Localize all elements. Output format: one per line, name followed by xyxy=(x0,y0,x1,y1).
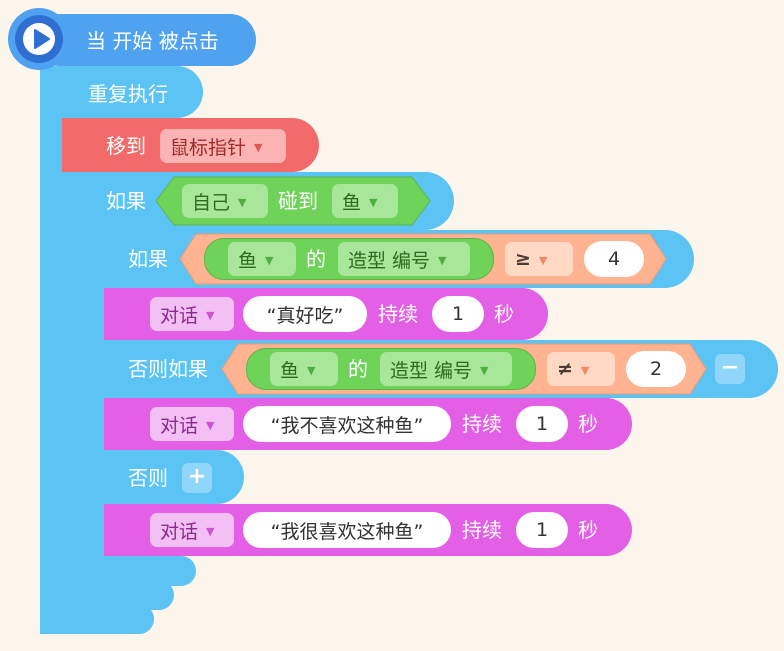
reporter-attr-dropdown-2[interactable]: 造型 编号▼ xyxy=(380,352,512,386)
chevron-down-icon: ▼ xyxy=(238,195,247,209)
say-text-input-1[interactable]: “真好吃” xyxy=(243,296,367,332)
say-text-input-2[interactable]: “我不喜欢这种鱼” xyxy=(243,406,451,442)
comparison-op-dropdown-2[interactable]: ≠▼ xyxy=(547,352,615,386)
comparison-op-dropdown[interactable]: ≥▼ xyxy=(505,242,573,276)
say-type-dropdown-3[interactable]: 对话▼ xyxy=(150,513,234,547)
if-costume-foot xyxy=(84,556,196,586)
repeat-block[interactable] xyxy=(40,66,203,118)
chevron-down-icon: ▼ xyxy=(438,253,447,267)
touching-sprite-dropdown[interactable]: 自己▼ xyxy=(182,184,268,218)
if-costume-label: 如果 xyxy=(128,247,168,271)
chevron-down-icon: ▼ xyxy=(206,524,215,538)
if-costume-arm xyxy=(84,280,106,580)
comparison-value-input[interactable]: 4 xyxy=(584,241,644,277)
plus-icon: + xyxy=(187,464,207,489)
play-button[interactable] xyxy=(8,8,70,70)
if-touching-label: 如果 xyxy=(106,189,146,213)
if-touching-arm xyxy=(62,222,84,598)
reporter-of-label: 的 xyxy=(306,247,326,271)
chevron-down-icon: ▼ xyxy=(480,363,489,377)
say-for-label-3: 持续 xyxy=(462,518,502,542)
say-unit-label-3: 秒 xyxy=(578,518,598,542)
else-if-label: 否则如果 xyxy=(128,357,208,381)
touching-object-dropdown[interactable]: 鱼▼ xyxy=(332,184,398,218)
say-type-dropdown-2[interactable]: 对话▼ xyxy=(150,407,234,441)
say-secs-input-3[interactable]: 1 xyxy=(516,512,568,548)
chevron-down-icon: ▼ xyxy=(206,418,215,432)
else-bar[interactable] xyxy=(84,450,244,504)
chevron-down-icon: ▼ xyxy=(254,140,263,154)
touching-verb-label: 碰到 xyxy=(278,189,318,213)
remove-branch-button[interactable]: − xyxy=(715,354,745,384)
chevron-down-icon: ▼ xyxy=(580,363,590,377)
move-to-label: 移到 xyxy=(106,134,146,158)
comparison-value-input-2[interactable]: 2 xyxy=(626,351,686,387)
say-unit-label-1: 秒 xyxy=(494,302,514,326)
reporter-attr-dropdown[interactable]: 造型 编号▼ xyxy=(338,242,470,276)
chevron-down-icon: ▼ xyxy=(206,308,215,322)
repeat-label: 重复执行 xyxy=(88,82,168,106)
say-type-dropdown-1[interactable]: 对话▼ xyxy=(150,297,234,331)
else-label: 否则 xyxy=(128,466,168,490)
move-target-dropdown[interactable]: 鼠标指针▼ xyxy=(160,129,286,163)
say-for-label-1: 持续 xyxy=(378,302,418,326)
say-secs-input-2[interactable]: 1 xyxy=(516,406,568,442)
chevron-down-icon: ▼ xyxy=(307,363,316,377)
say-unit-label-2: 秒 xyxy=(578,412,598,436)
say-for-label-2: 持续 xyxy=(462,412,502,436)
reporter-sprite-dropdown-2[interactable]: 鱼▼ xyxy=(270,352,338,386)
reporter-sprite-dropdown[interactable]: 鱼▼ xyxy=(228,242,296,276)
say-text-input-3[interactable]: “我很喜欢这种鱼” xyxy=(243,512,451,548)
add-branch-button[interactable]: + xyxy=(182,463,212,493)
play-icon xyxy=(34,29,50,49)
say-secs-input-1[interactable]: 1 xyxy=(432,296,484,332)
chevron-down-icon: ▼ xyxy=(369,195,378,209)
repeat-arm xyxy=(40,110,64,620)
minus-icon: − xyxy=(720,355,740,380)
chevron-down-icon: ▼ xyxy=(538,253,548,267)
start-hat-block[interactable] xyxy=(34,14,256,66)
start-hat-label: 当 开始 被点击 xyxy=(86,29,219,53)
reporter-of-label-2: 的 xyxy=(348,357,368,381)
chevron-down-icon: ▼ xyxy=(265,253,274,267)
